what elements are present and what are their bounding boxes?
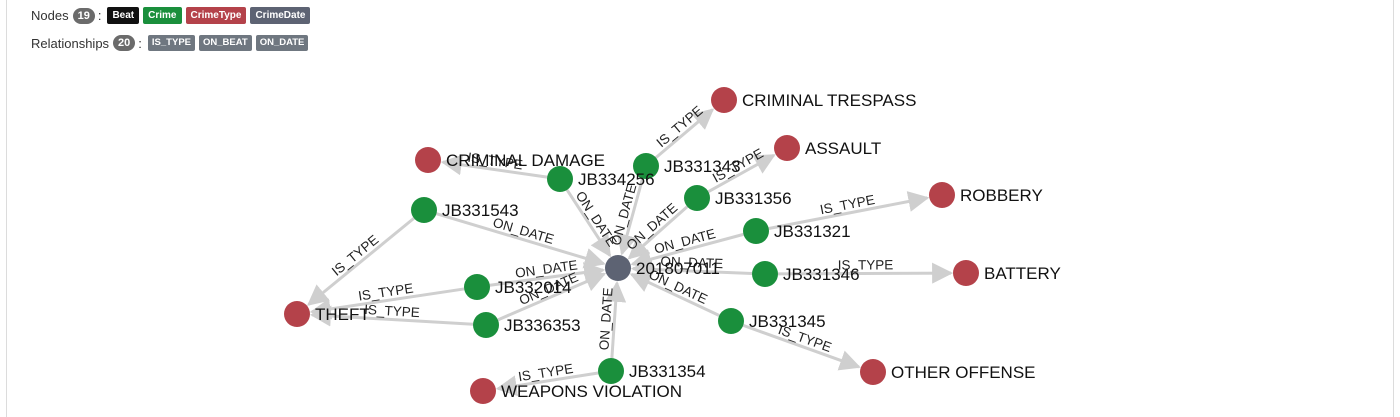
node-circle-jb331356[interactable]	[684, 185, 710, 211]
node-label-jb331346: JB331346	[783, 265, 860, 284]
legend-tag-beat[interactable]: Beat	[107, 7, 140, 24]
edge-jb331321-robbery[interactable]	[768, 191, 930, 231]
node-jb332014[interactable]: JB332014	[464, 274, 572, 300]
edges-layer	[306, 108, 954, 397]
node-label-jb331343: JB331343	[664, 157, 741, 176]
edge-jb331354-weapons[interactable]	[495, 371, 599, 397]
node-circle-jb332014[interactable]	[464, 274, 490, 300]
edge-label-jb334256-d: ON_DATE	[573, 188, 620, 249]
node-circle-other[interactable]	[860, 359, 886, 385]
node-label-jb332014: JB332014	[495, 278, 572, 297]
edge-label-jb331543-theft: IS_TYPE	[329, 232, 381, 279]
node-battery[interactable]: BATTERY	[953, 260, 1061, 286]
node-circle-robbery[interactable]	[929, 182, 955, 208]
edge-label-jb331346-d: ON_DATE	[660, 254, 723, 272]
node-label-other: OTHER OFFENSE	[891, 363, 1036, 382]
edge-label-jb331346-battery: IS_TYPE	[838, 257, 894, 272]
node-jb331356[interactable]: JB331356	[684, 185, 792, 211]
node-label-jb334256: JB334256	[578, 170, 655, 189]
node-label-jb331345: JB331345	[749, 312, 826, 331]
edge-jb332014-theft[interactable]	[309, 287, 465, 320]
node-label-d: 201807011	[636, 259, 720, 278]
edge-jb331343-trespass[interactable]	[654, 108, 715, 159]
node-label-assault: ASSAULT	[805, 139, 881, 158]
edge-jb331543-d[interactable]	[436, 212, 606, 269]
legend-tag-on-date[interactable]: ON_DATE	[255, 35, 309, 51]
node-damage[interactable]: CRIMINAL DAMAGE	[415, 147, 605, 173]
node-circle-damage[interactable]	[415, 147, 441, 173]
legend-tag-crimetype[interactable]: CrimeType	[185, 7, 247, 24]
node-jb331543[interactable]: JB331543	[411, 197, 519, 223]
node-circle-weapons[interactable]	[470, 378, 496, 404]
edge-jb331345-d[interactable]	[629, 272, 720, 317]
node-jb331343[interactable]: JB331343	[633, 153, 741, 179]
edge-jb334256-damage[interactable]	[440, 154, 548, 179]
node-circle-battery[interactable]	[953, 260, 979, 286]
node-label-damage: CRIMINAL DAMAGE	[446, 151, 605, 170]
legend-tag-crime[interactable]: Crime	[143, 7, 182, 24]
edge-jb331354-d[interactable]	[605, 280, 627, 359]
graph-panel: Nodes 19 : Beat Crime CrimeType CrimeDat…	[6, 0, 1394, 417]
node-circle-jb331345[interactable]	[718, 308, 744, 334]
legend-nodes: Nodes 19 : Beat Crime CrimeType CrimeDat…	[31, 7, 314, 24]
edge-jb331346-battery[interactable]	[777, 262, 954, 284]
node-label-weapons: WEAPONS VIOLATION	[501, 382, 682, 401]
nodes-count-badge: 19	[72, 7, 95, 24]
node-label-theft: THEFT	[315, 305, 370, 324]
node-circle-theft[interactable]	[284, 301, 310, 327]
edge-jb331543-theft[interactable]	[306, 217, 415, 306]
edge-label-jb331354-d: ON_DATE	[596, 287, 615, 351]
node-label-jb331354: JB331354	[629, 362, 706, 381]
node-circle-jb336353[interactable]	[473, 312, 499, 338]
edge-jb331346-d[interactable]	[630, 258, 753, 280]
legend-tag-is-type[interactable]: IS_TYPE	[147, 35, 195, 51]
node-circle-jb331543[interactable]	[411, 197, 437, 223]
legend-tag-on-beat[interactable]: ON_BEAT	[199, 35, 252, 51]
node-robbery[interactable]: ROBBERY	[929, 182, 1043, 208]
node-label-trespass: CRIMINAL TRESPASS	[742, 91, 916, 110]
node-circle-jb331321[interactable]	[743, 218, 769, 244]
node-label-jb331356: JB331356	[715, 189, 792, 208]
nodes-layer: 201807011 JB331343JB334256JB331356JB33154…	[284, 87, 1061, 404]
node-circle-jb334256[interactable]	[547, 166, 573, 192]
node-circle-jb331343[interactable]	[633, 153, 659, 179]
node-circle-jb331354[interactable]	[598, 358, 624, 384]
node-label-jb331543: JB331543	[442, 201, 519, 220]
node-circle-trespass[interactable]	[711, 87, 737, 113]
node-d[interactable]: 201807011	[605, 255, 720, 281]
relationships-label: Relationships	[31, 35, 110, 51]
node-trespass[interactable]: CRIMINAL TRESPASS	[711, 87, 916, 113]
node-jb334256[interactable]: JB334256	[547, 166, 655, 192]
node-label-battery: BATTERY	[984, 264, 1061, 283]
edge-jb331343-d[interactable]	[616, 178, 645, 256]
node-label-robbery: ROBBERY	[960, 186, 1043, 205]
node-jb331321[interactable]: JB331321	[743, 218, 851, 244]
node-jb331345[interactable]: JB331345	[718, 308, 826, 334]
node-jb331354[interactable]: JB331354	[598, 358, 706, 384]
node-assault[interactable]: ASSAULT	[774, 135, 881, 161]
edge-jb331356-assault[interactable]	[707, 153, 776, 193]
edge-jb336353-theft[interactable]	[309, 305, 474, 327]
node-jb336353[interactable]: JB336353	[473, 312, 581, 338]
edge-jb331345-other[interactable]	[742, 323, 861, 371]
edge-jb334256-d[interactable]	[565, 189, 612, 258]
edge-label-jb336353-theft: IS_TYPE	[364, 302, 420, 320]
node-circle-assault[interactable]	[774, 135, 800, 161]
node-circle-jb331346[interactable]	[752, 261, 778, 287]
node-label-jb331321: JB331321	[774, 222, 851, 241]
node-weapons[interactable]: WEAPONS VIOLATION	[470, 378, 682, 404]
node-label-jb336353: JB336353	[504, 316, 581, 335]
node-jb331346[interactable]: JB331346	[752, 261, 860, 287]
relationships-count-badge: 20	[113, 35, 136, 51]
legend-relationships: Relationships 20 : IS_TYPE ON_BEAT ON_DA…	[31, 35, 312, 51]
node-circle-d[interactable]	[605, 255, 631, 281]
legend-tag-crimedate[interactable]: CrimeDate	[250, 7, 311, 24]
node-other[interactable]: OTHER OFFENSE	[860, 359, 1036, 385]
nodes-label: Nodes	[31, 8, 69, 23]
edge-label-jb331343-trespass: IS_TYPE	[653, 103, 705, 150]
node-theft[interactable]: THEFT	[284, 301, 370, 327]
edge-jb336353-d[interactable]	[497, 271, 607, 322]
